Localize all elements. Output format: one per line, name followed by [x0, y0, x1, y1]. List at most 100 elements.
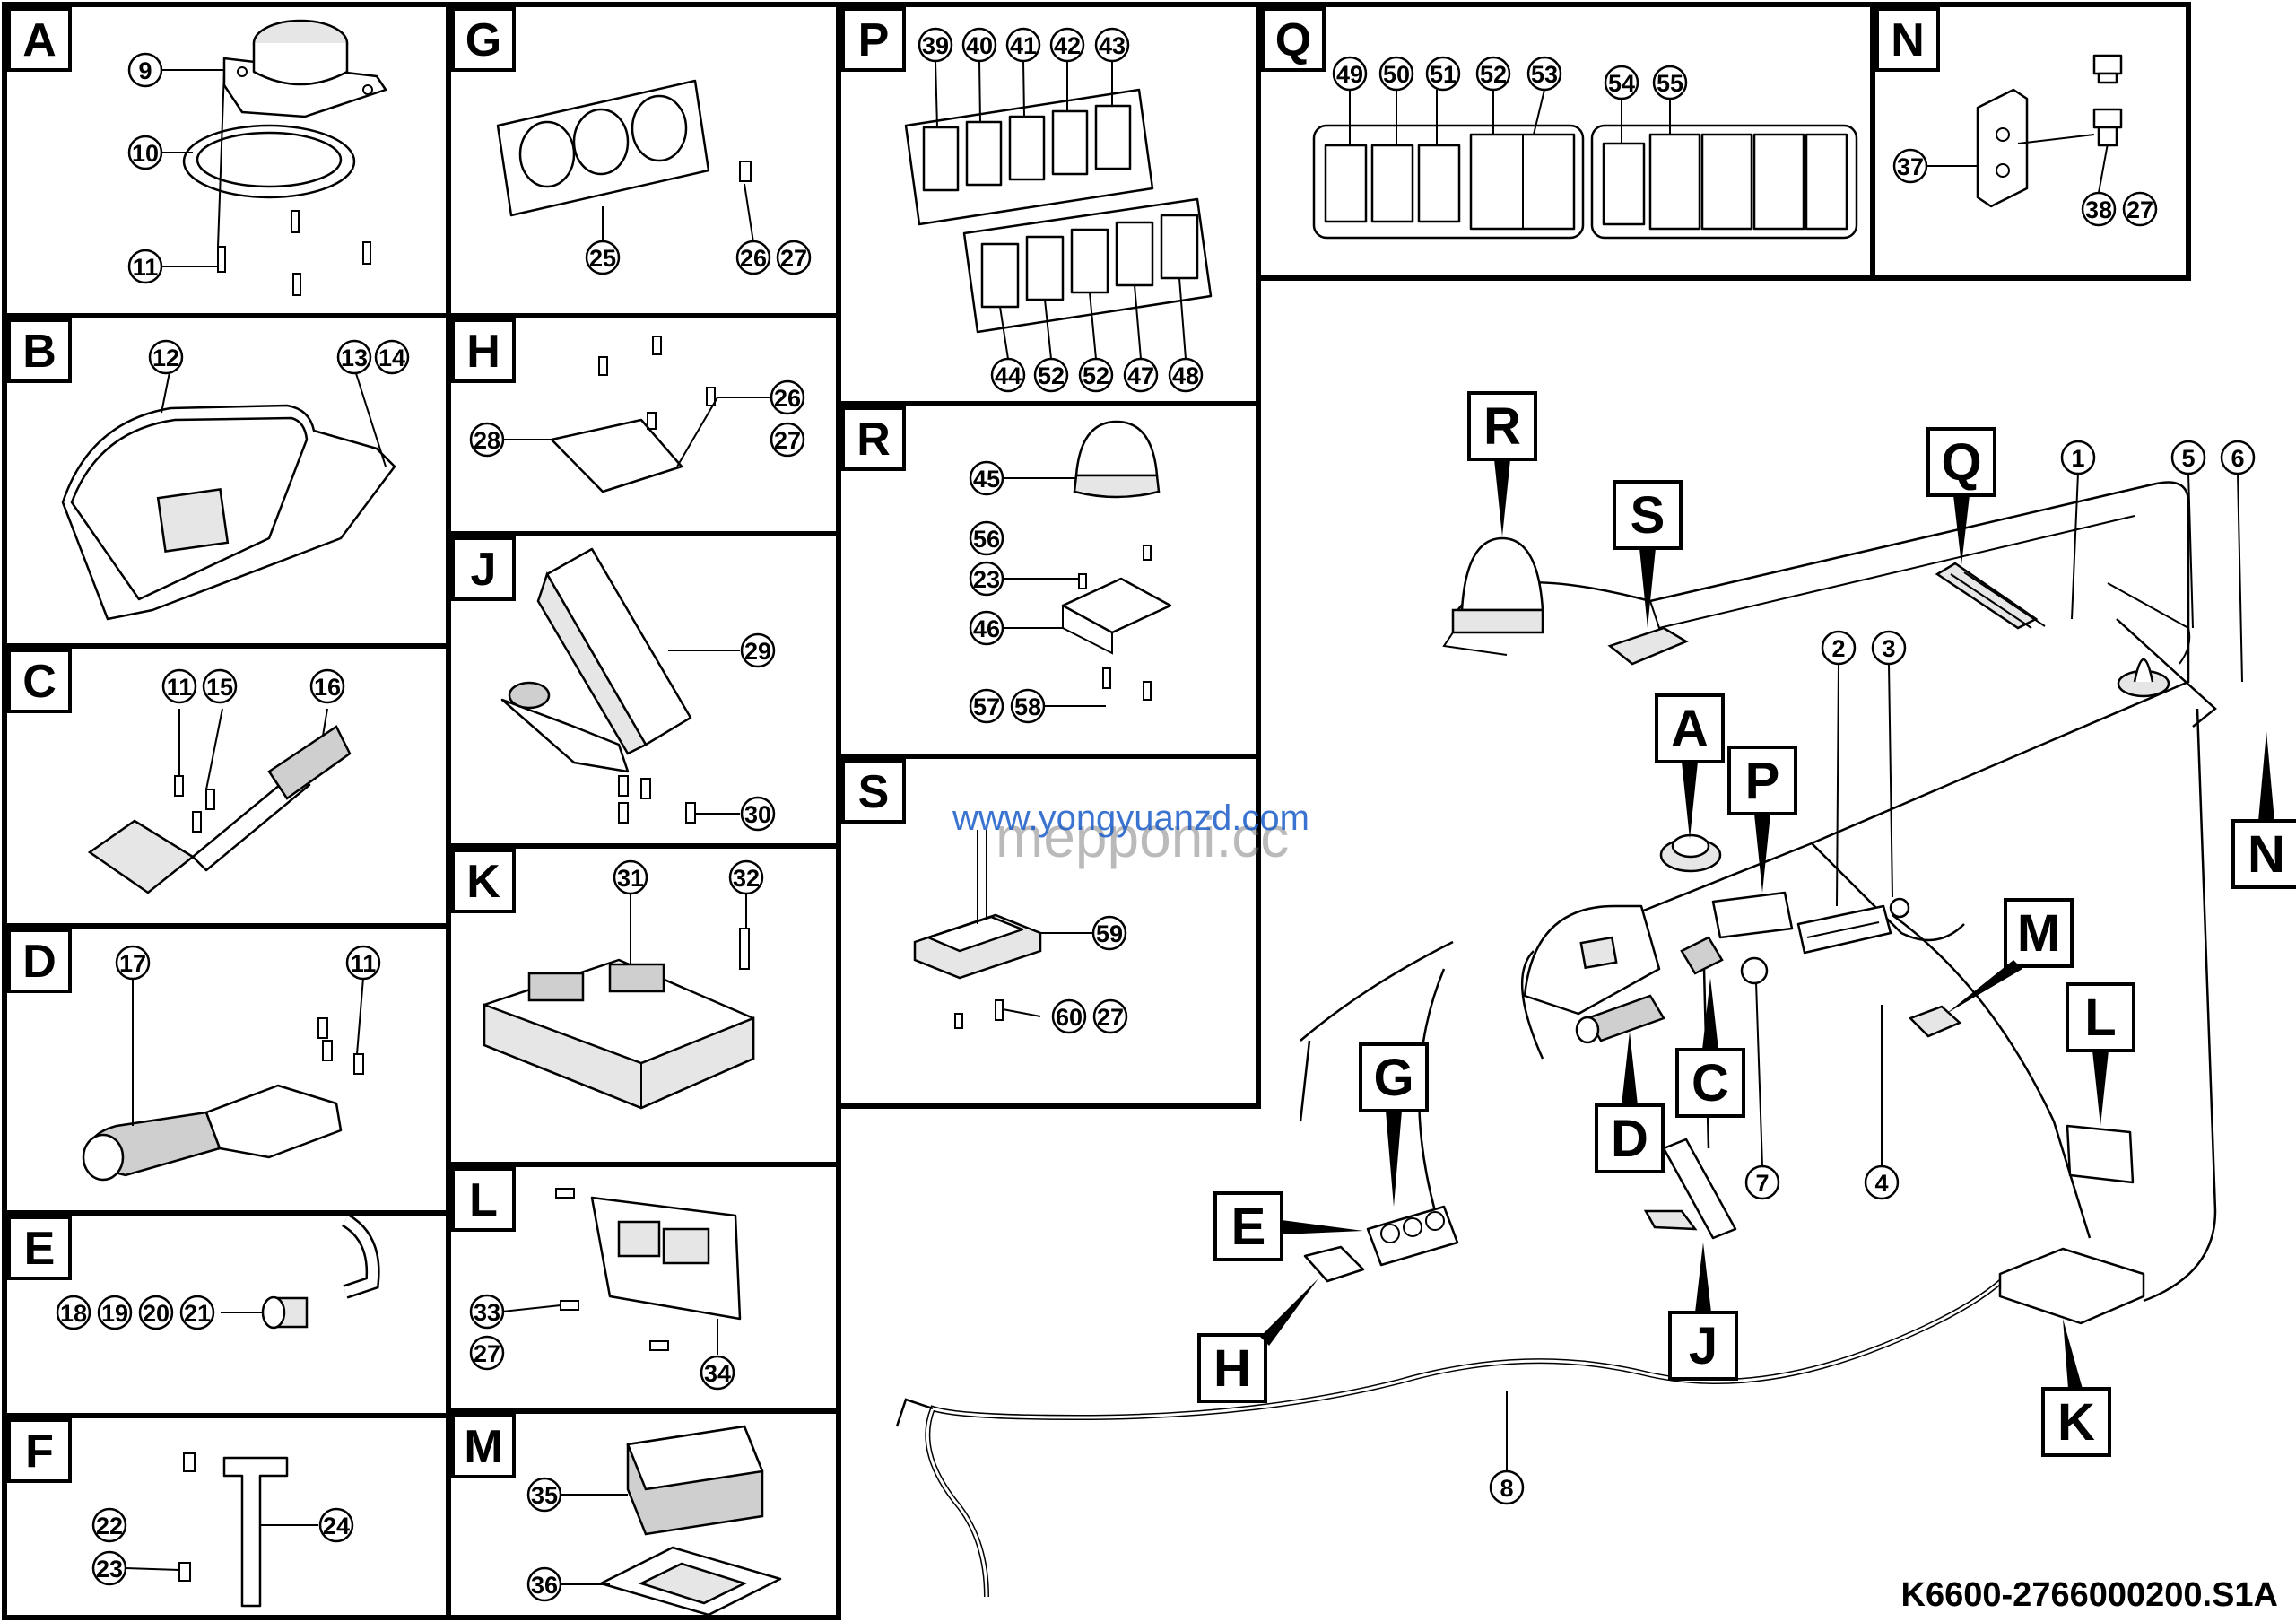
tag-letter: G	[1373, 1049, 1413, 1107]
svg-text:11: 11	[133, 254, 159, 281]
panel-letter: C	[22, 656, 57, 708]
tag-letter: Q	[1941, 433, 1981, 492]
callout: 28	[469, 422, 505, 458]
panel-letter: A	[22, 14, 57, 66]
svg-text:15: 15	[206, 674, 233, 701]
callout: 9	[127, 52, 163, 88]
svg-text:8: 8	[1500, 1475, 1513, 1502]
callout: 13	[336, 339, 372, 375]
svg-text:12: 12	[152, 344, 179, 371]
callout: 23	[969, 561, 1004, 597]
svg-text:20: 20	[143, 1300, 170, 1327]
callout: 23	[91, 1550, 127, 1586]
callout: 30	[740, 796, 776, 832]
svg-text:50: 50	[1383, 61, 1410, 88]
tag-letter: R	[1483, 397, 1521, 456]
svg-text:39: 39	[922, 32, 949, 59]
callout: 50	[1378, 56, 1414, 92]
svg-text:55: 55	[1657, 70, 1683, 97]
callout: 19	[97, 1295, 133, 1330]
callout: 17	[115, 945, 151, 981]
callout: 60	[1051, 998, 1087, 1034]
svg-text:59: 59	[1096, 920, 1123, 947]
panel-e: E 18 19 20 21	[7, 1214, 380, 1330]
svg-text:46: 46	[973, 615, 1000, 642]
svg-text:4: 4	[1874, 1170, 1888, 1197]
panel-letter: J	[471, 544, 497, 596]
svg-text:52: 52	[1480, 61, 1507, 88]
svg-text:60: 60	[1056, 1004, 1083, 1031]
callout: 27	[776, 240, 812, 275]
panel-p: P 39 40 41 42 43 44 52 52 47 48	[841, 7, 1213, 393]
callout: 27	[2122, 191, 2158, 227]
svg-text:31: 31	[617, 865, 644, 892]
svg-text:58: 58	[1014, 693, 1041, 720]
tag-letter: M	[2017, 904, 2060, 963]
callout: 11	[161, 668, 197, 704]
callout: 46	[969, 610, 1004, 646]
panel-letter: B	[22, 326, 57, 378]
svg-text:40: 40	[966, 32, 993, 59]
panel-letter: D	[22, 936, 57, 988]
callout: 56	[969, 520, 1004, 556]
callout: 11	[345, 945, 381, 981]
svg-text:45: 45	[973, 466, 1000, 493]
tag-letter: P	[1745, 752, 1780, 810]
callout: 38	[2081, 191, 2117, 227]
svg-text:38: 38	[2085, 196, 2112, 223]
svg-text:34: 34	[704, 1360, 731, 1387]
tag-letter: S	[1631, 486, 1665, 545]
panel-s: S 59 60 27	[841, 759, 1128, 1034]
callout: 52	[1078, 357, 1114, 393]
tag-letter: H	[1213, 1339, 1251, 1398]
callout: 16	[309, 668, 345, 704]
callout: 32	[728, 859, 764, 895]
callout: 51	[1425, 56, 1461, 92]
svg-text:32: 32	[733, 865, 760, 892]
callout: 6	[2220, 440, 2256, 475]
callout: 48	[1168, 357, 1204, 393]
callout: 54	[1604, 65, 1639, 100]
callout: 27	[1092, 998, 1128, 1034]
callout: 11	[127, 249, 163, 284]
callout: 20	[138, 1295, 174, 1330]
tag-letter: K	[2057, 1393, 2095, 1452]
callout: 52	[1475, 56, 1511, 92]
callout: 22	[91, 1507, 127, 1543]
svg-text:1: 1	[2071, 445, 2084, 472]
callout: 14	[374, 339, 410, 375]
callout: 45	[969, 460, 1004, 496]
svg-text:53: 53	[1531, 61, 1558, 88]
panel-d: D 17 11	[7, 929, 381, 1182]
watermark-url: www.yongyuanzd.com	[952, 798, 1309, 838]
svg-text:21: 21	[184, 1300, 211, 1327]
callout: 10	[127, 135, 163, 170]
panel-q: Q 49 50 51 52 53 54 55	[1261, 7, 1858, 240]
svg-text:27: 27	[780, 245, 807, 272]
callout: 47	[1123, 357, 1159, 393]
svg-text:26: 26	[740, 245, 767, 272]
svg-text:49: 49	[1336, 61, 1363, 88]
callout: 42	[1049, 27, 1085, 63]
panel-letter: F	[25, 1426, 54, 1478]
callout: 25	[585, 240, 621, 275]
callout: 4	[1864, 1164, 1900, 1200]
panel-m: M 35 36	[451, 1414, 782, 1617]
tag-letter: J	[1689, 1317, 1718, 1375]
callout: 59	[1091, 915, 1127, 951]
callout: 37	[1892, 148, 1928, 184]
svg-text:22: 22	[96, 1513, 123, 1539]
svg-text:6: 6	[2231, 445, 2244, 472]
svg-text:29: 29	[744, 638, 771, 665]
panel-letter: M	[464, 1421, 502, 1473]
callout: 57	[969, 688, 1004, 724]
svg-text:16: 16	[314, 674, 341, 701]
callout: 5	[2170, 440, 2206, 475]
panel-letter: S	[858, 766, 890, 818]
callout: 27	[770, 422, 805, 458]
svg-text:30: 30	[744, 801, 771, 828]
svg-text:48: 48	[1172, 362, 1199, 389]
panel-letter: G	[465, 14, 501, 66]
callout: 26	[770, 379, 805, 415]
panel-letter: H	[466, 326, 500, 378]
